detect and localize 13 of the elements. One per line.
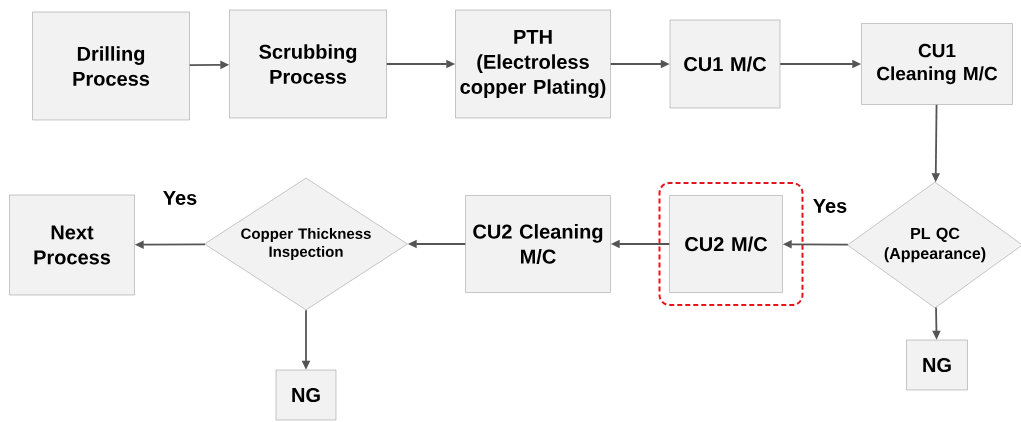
process-box: Next Process: [9, 194, 135, 296]
highlight-frame: [658, 182, 804, 306]
process-box: CU1 Cleaning M/C: [861, 23, 1013, 105]
process-box: Drilling Process: [32, 11, 190, 121]
process-box: CU2 M/C: [669, 195, 783, 293]
process-box: NG: [906, 339, 968, 391]
process-box: NG: [275, 369, 337, 421]
process-box: PTH (Electroless copper Plating): [455, 9, 611, 119]
process-box: CU1 M/C: [669, 19, 781, 109]
edge-label: Yes: [163, 191, 197, 205]
edge-label: Yes: [813, 199, 847, 213]
process-box: CU2 Cleaning M/C: [465, 195, 611, 293]
process-box: Scrubbing Process: [229, 9, 387, 119]
